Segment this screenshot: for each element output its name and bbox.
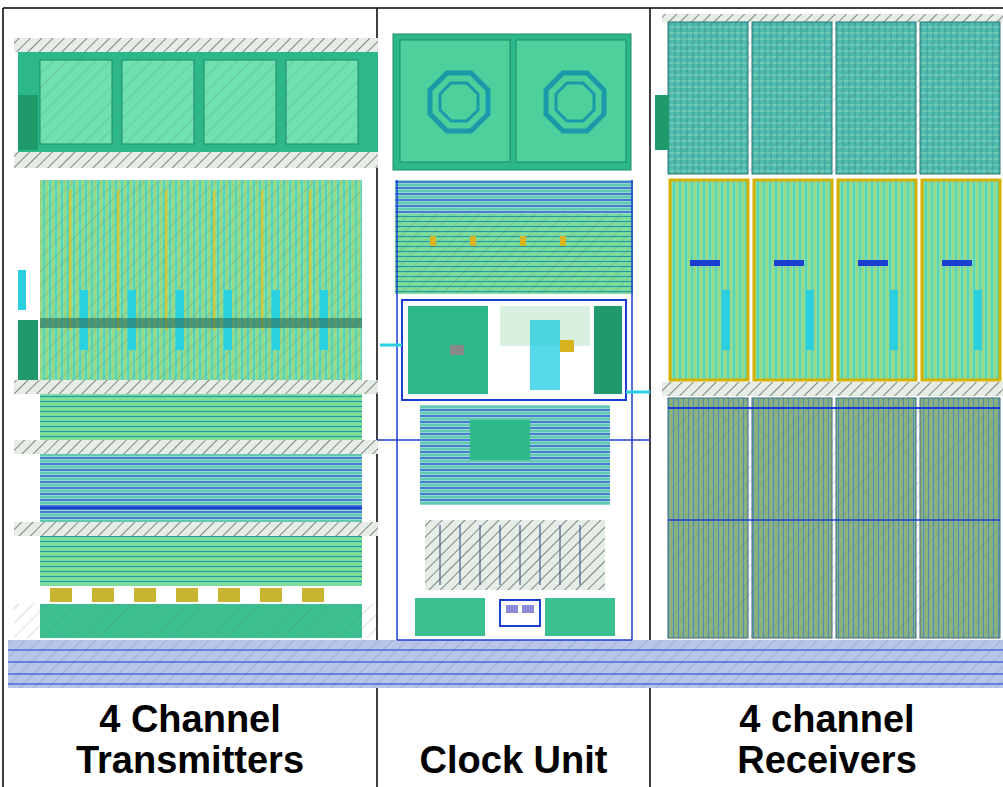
region-label: 4 Channel Transmitters (7, 699, 373, 787)
region-label: 4 channel Receivers (654, 699, 1000, 787)
clock-region: Clock Unit (378, 690, 649, 787)
region-label: Clock Unit (414, 740, 614, 787)
receiver-region: 4 channel Receivers (651, 690, 1003, 787)
transmitter-region: 4 Channel Transmitters (4, 690, 376, 787)
